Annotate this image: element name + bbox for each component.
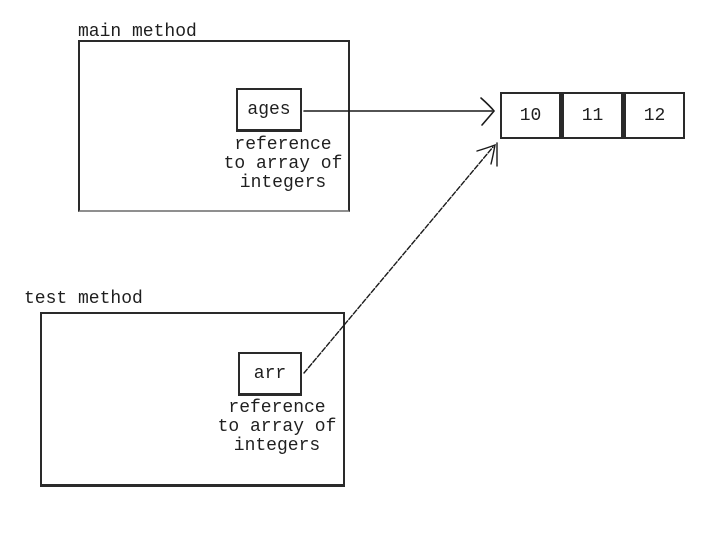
array-cell-value: 12 <box>643 105 666 126</box>
arr-variable-label: arr <box>253 363 287 384</box>
ages-caption-line: reference <box>234 135 332 155</box>
arr-caption-line: reference <box>228 398 326 418</box>
ages-caption-line: to array of <box>223 154 343 174</box>
array-cell-2: 12 <box>624 92 685 139</box>
array-cell-0: 10 <box>500 92 562 139</box>
array-cell-1: 11 <box>562 92 624 139</box>
ages-caption: reference to array of integers <box>193 136 373 193</box>
arr-caption: reference to array of integers <box>187 399 367 456</box>
ages-caption-line: integers <box>239 173 327 193</box>
test-method-label: test method <box>24 289 143 309</box>
arr-caption-line: to array of <box>217 417 337 437</box>
array-cell-value: 11 <box>581 105 604 126</box>
integer-array: 10 11 12 <box>500 92 685 139</box>
array-cell-value: 10 <box>519 105 542 126</box>
arr-variable-box: arr <box>238 352 302 396</box>
arr-caption-line: integers <box>233 436 321 456</box>
test-method-frame <box>40 312 345 487</box>
ages-variable-box: ages <box>236 88 302 132</box>
ages-variable-label: ages <box>247 99 291 120</box>
main-method-label: main method <box>78 22 197 42</box>
